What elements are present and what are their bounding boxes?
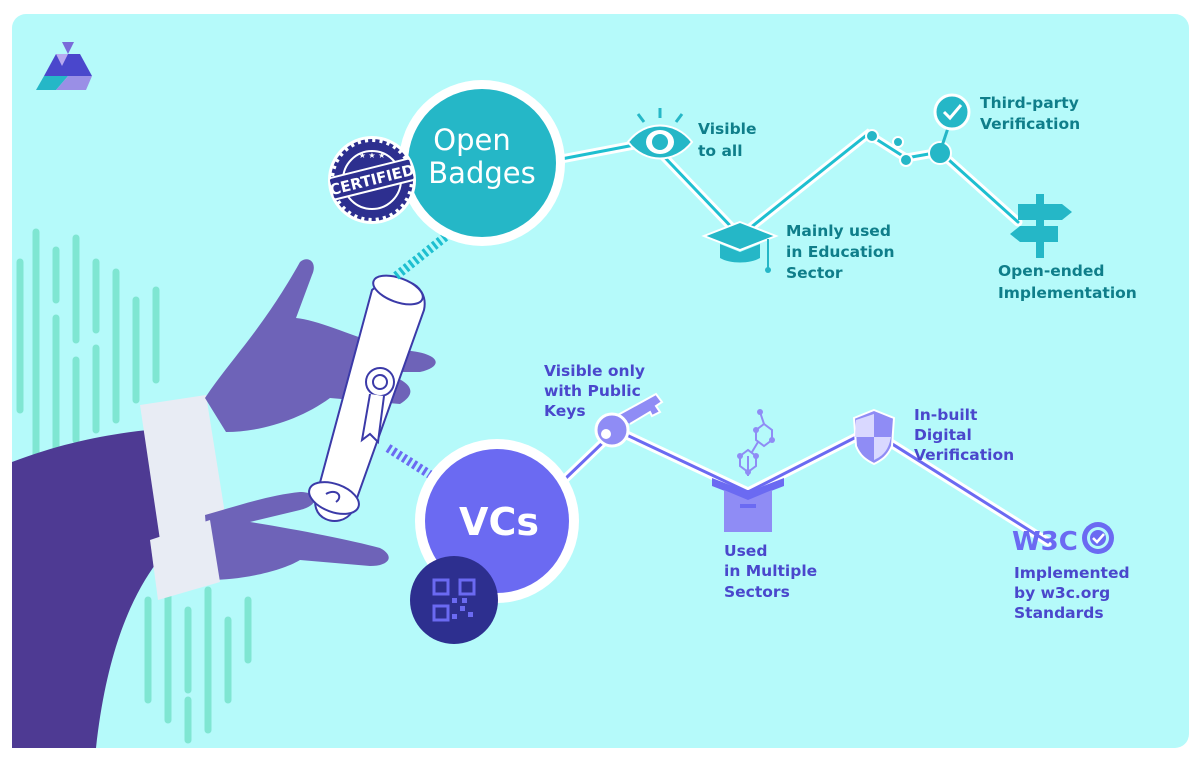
qr-code-icon — [410, 556, 498, 644]
label-education-line1: Mainly used — [786, 222, 891, 240]
label-digital-verification-line1: In-built — [914, 406, 978, 424]
graduation-cap-icon — [701, 220, 779, 273]
label-multiple-sectors-line3: Sectors — [724, 583, 790, 601]
check-icon — [933, 93, 971, 147]
w3c-logo-text: W3C — [1012, 527, 1078, 557]
label-multiple-sectors-line2: in Multiple — [724, 562, 817, 580]
label-visible-line2: to all — [698, 142, 743, 160]
verified-badge-icon — [1082, 522, 1114, 554]
label-education-line2: in Education — [786, 243, 895, 261]
label-w3c-line1: Implemented — [1014, 564, 1130, 582]
label-digital-verification-line3: Verification — [914, 446, 1014, 464]
svg-text:★ ★ ★: ★ ★ ★ — [359, 151, 386, 160]
box-molecule-icon — [712, 409, 784, 532]
label-education-line3: Sector — [786, 264, 843, 282]
open-badges-title-line1: Open — [433, 123, 510, 157]
shield-icon — [852, 408, 896, 466]
label-public-keys-line1: Visible only — [544, 362, 645, 380]
label-public-keys-line3: Keys — [544, 402, 586, 420]
label-third-party-line2: Verification — [980, 115, 1080, 133]
label-third-party-line1: Third-party — [980, 94, 1079, 112]
label-w3c-line3: Standards — [1014, 604, 1104, 622]
label-w3c-line2: by w3c.org — [1014, 584, 1110, 602]
key-icon — [594, 392, 664, 448]
network-dots — [865, 129, 952, 167]
open-badges-title-line2: Badges — [428, 156, 535, 190]
eye-icon — [626, 108, 694, 160]
signpost-icon — [1010, 194, 1072, 258]
logo-icon — [36, 42, 92, 90]
scroll-to-badges-connector — [393, 226, 457, 280]
label-open-ended-line1: Open-ended — [998, 262, 1105, 280]
w3c-logo: W3C — [1012, 522, 1114, 557]
vcs-title: VCs — [459, 500, 539, 544]
certified-stamp-icon: CERTIFIED ★ ★ ★ — [328, 136, 416, 224]
label-open-ended-line2: Implementation — [998, 284, 1137, 302]
label-public-keys-line2: with Public — [544, 382, 641, 400]
label-digital-verification-line2: Digital — [914, 426, 972, 444]
background-card — [12, 14, 1189, 748]
decorative-bars — [16, 228, 252, 744]
open-badges-node: Open Badges — [399, 80, 565, 246]
label-multiple-sectors-line1: Used — [724, 542, 767, 560]
label-visible-line1: Visible — [698, 120, 757, 138]
certificate-scroll-icon — [308, 274, 426, 522]
